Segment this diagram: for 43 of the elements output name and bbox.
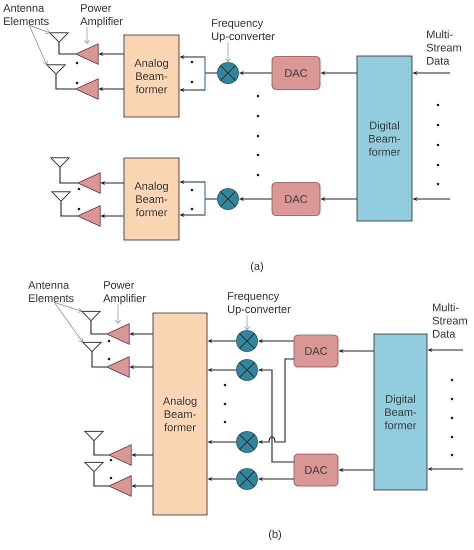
splitter-line <box>204 182 206 215</box>
connector-line <box>59 167 78 184</box>
leader-line <box>84 27 90 44</box>
mixer-symbol <box>236 359 258 381</box>
mixer-symbol <box>236 330 258 352</box>
callout-label: Power Amplifier <box>80 4 123 28</box>
panel-caption: (a) <box>250 262 264 272</box>
mixer-symbol <box>217 62 239 84</box>
dac-box: DAC <box>272 182 320 216</box>
dac-box: DAC <box>294 334 338 368</box>
beamformer-box: Digital Beam- former <box>374 334 428 490</box>
beamformer-box: Analog Beam- former <box>124 34 180 118</box>
beamformer-box: Analog Beam- former <box>152 312 208 516</box>
input-label: Multi- Stream Data <box>426 30 461 65</box>
callout-label: Antenna Elements <box>28 281 74 302</box>
callout-label: Antenna Elements <box>3 4 49 26</box>
dac-box: DAC <box>272 56 320 90</box>
beamformer-box: Digital Beam- former <box>356 56 412 222</box>
callout-label: Frequency Up-converter <box>228 292 291 316</box>
callout-label: Frequency Up-converter <box>212 19 275 42</box>
mixer-symbol <box>236 431 258 453</box>
callout-label: Power Amplifier <box>103 281 146 304</box>
splitter-line <box>204 57 206 90</box>
leader-line <box>54 302 82 313</box>
beamformer-box: Analog Beam- former <box>124 158 180 240</box>
leader-line <box>28 25 48 65</box>
leader-line <box>244 315 250 330</box>
mixer-symbol <box>236 468 258 490</box>
panel-caption: (b) <box>268 530 282 540</box>
leader-line <box>28 25 50 34</box>
leader-line <box>54 302 84 342</box>
connector-line <box>93 440 109 456</box>
leader-line <box>115 304 121 324</box>
input-label: Multi- Stream Data <box>432 303 467 338</box>
mixer-symbol <box>217 188 239 210</box>
connector-line <box>60 201 78 217</box>
connector-line <box>93 472 109 487</box>
leader-line <box>225 42 231 62</box>
connector-line <box>55 74 76 90</box>
connector-line <box>91 352 107 368</box>
connector-line <box>90 320 107 335</box>
dac-box: DAC <box>294 454 338 486</box>
connector-line <box>58 42 76 55</box>
